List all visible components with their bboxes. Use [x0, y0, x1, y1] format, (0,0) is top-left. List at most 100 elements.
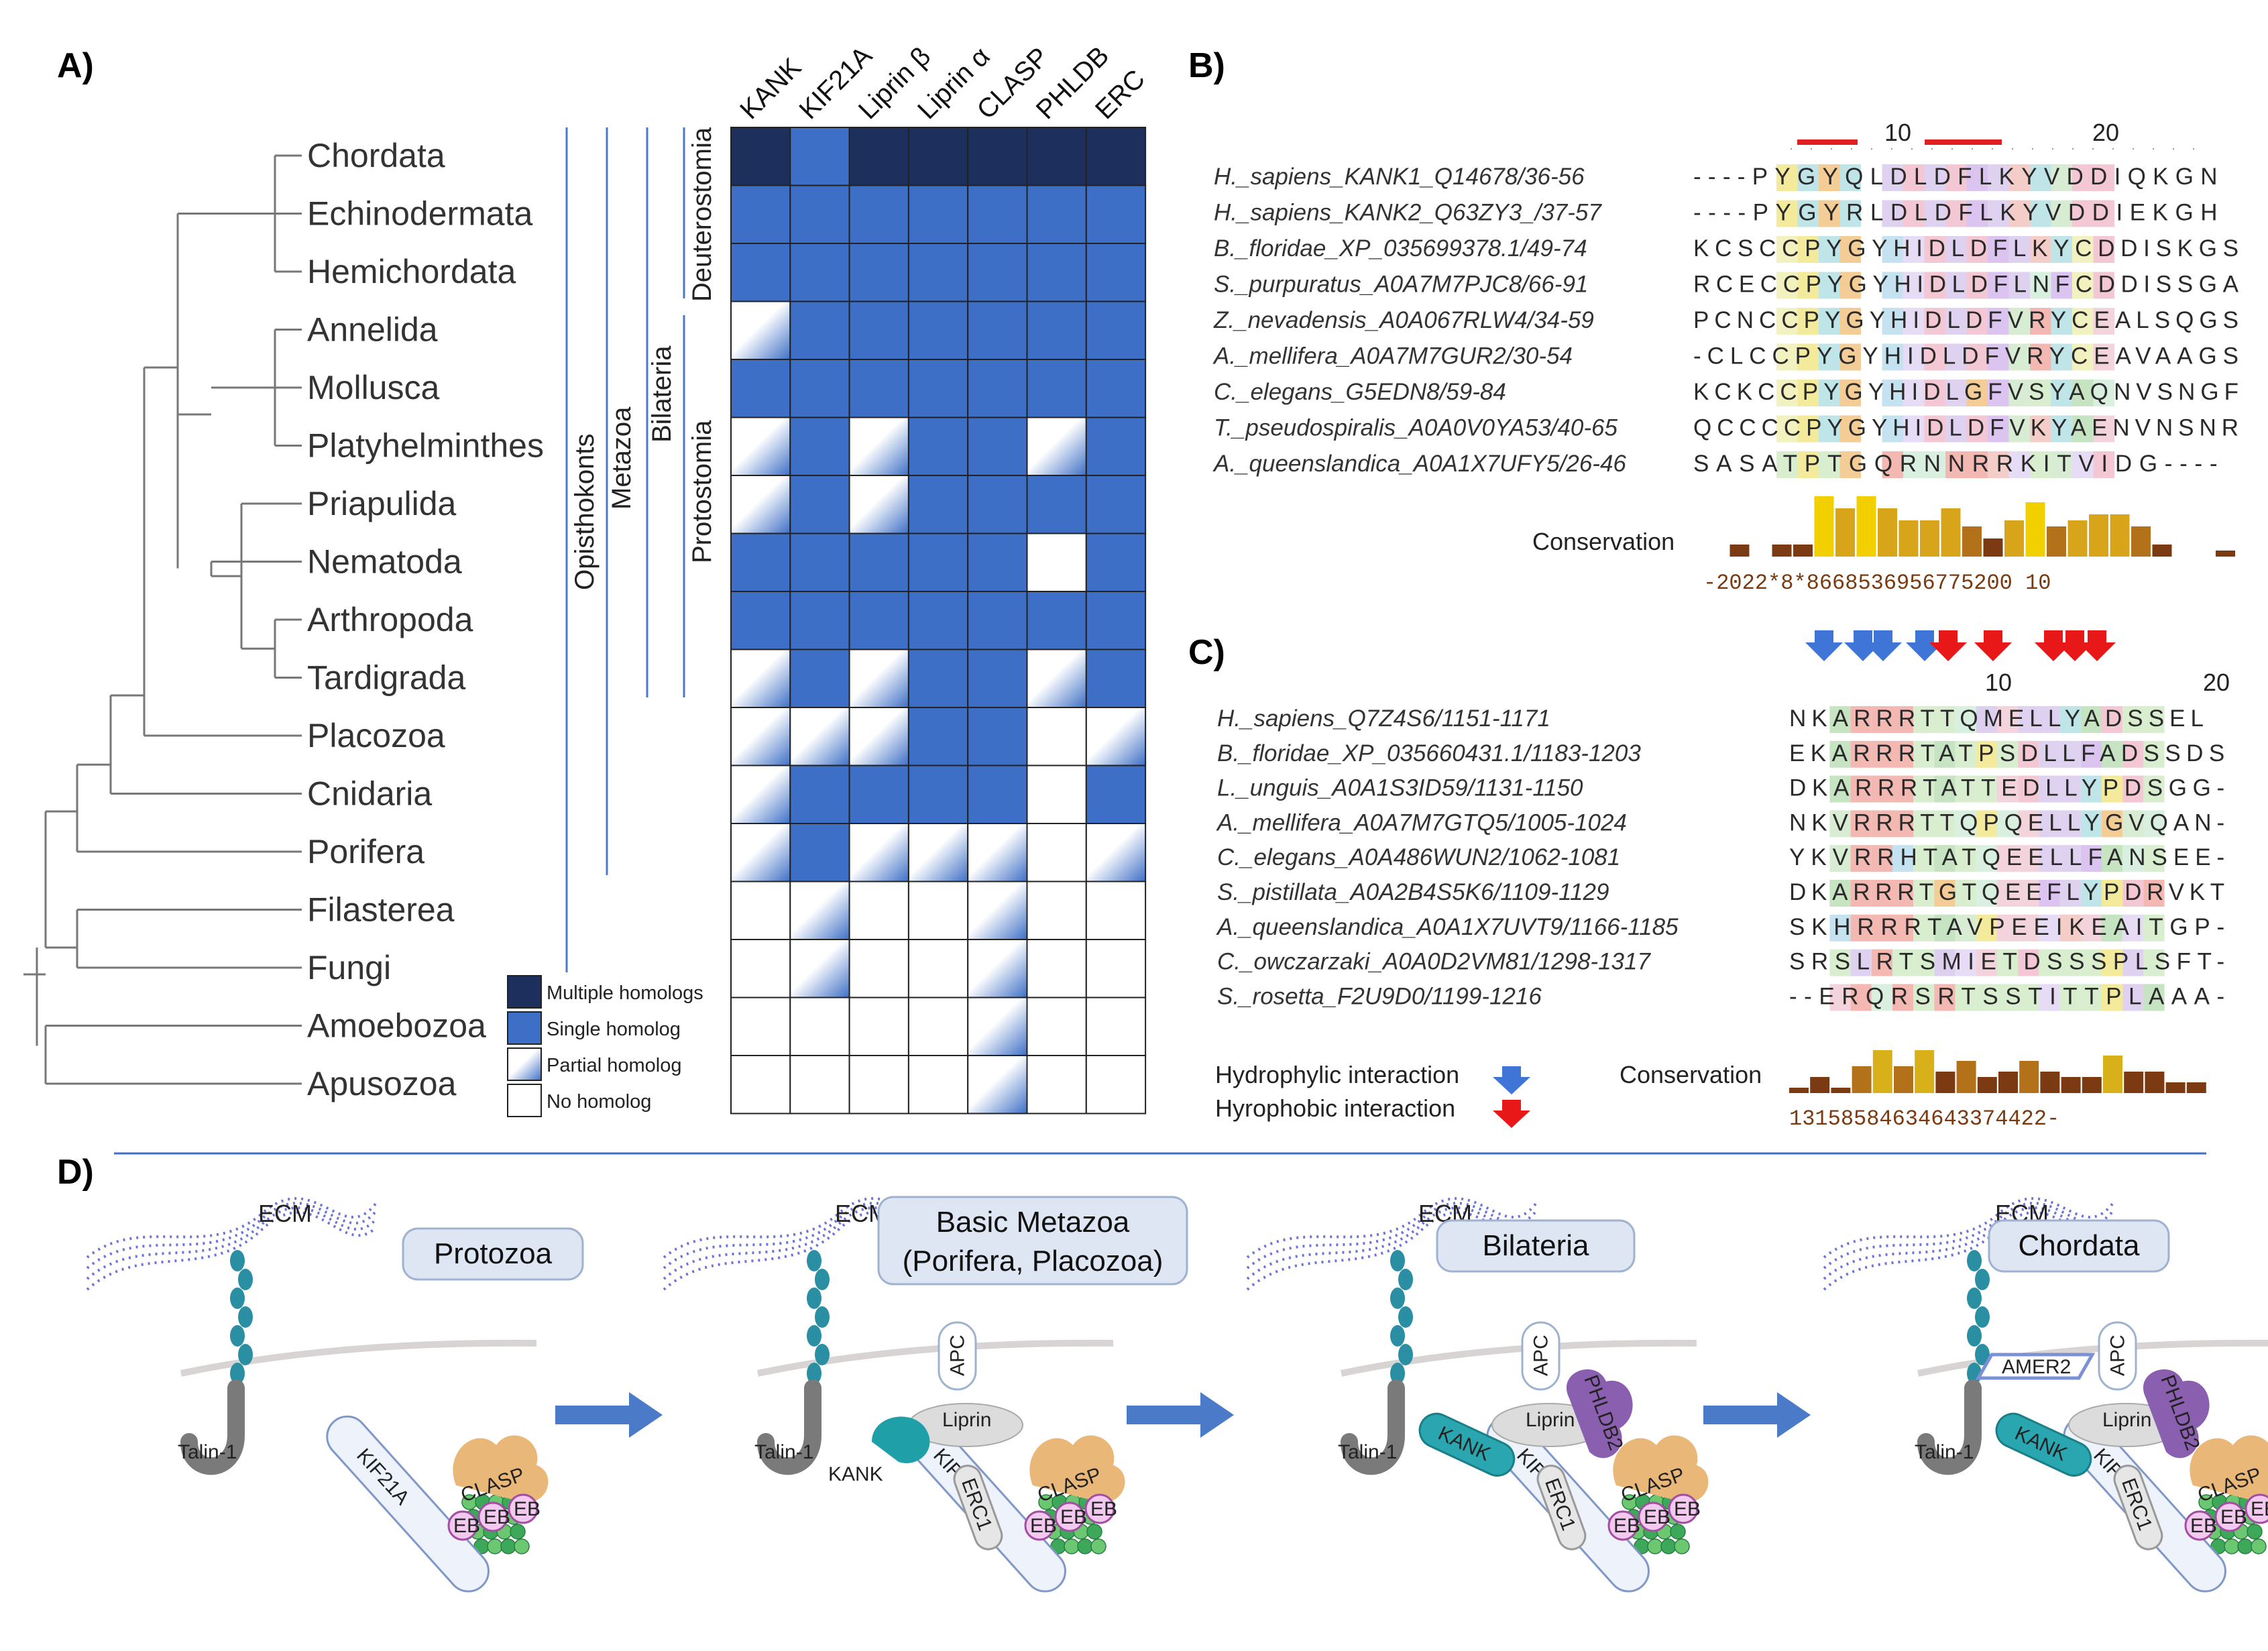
residue-bg	[1976, 810, 1997, 838]
residue-bg	[2072, 415, 2094, 443]
eb-label: EB	[1644, 1506, 1670, 1528]
sequence-row: SASATPTGQRNNRRKITVIDG----	[1693, 451, 2218, 478]
matrix-cell	[967, 823, 1028, 883]
sequence-text: EKARRRTATPSDLLFADSSDS	[1789, 740, 2224, 766]
residue-bg	[1797, 415, 1819, 443]
matrix-cell	[1026, 532, 1087, 592]
residue-bg	[1924, 415, 1945, 443]
residue-bg	[1966, 380, 1988, 406]
eb-circle	[1638, 1501, 1668, 1532]
residue-bg	[2093, 415, 2114, 443]
matrix-cell	[1085, 184, 1147, 244]
residue-bg	[1871, 984, 1892, 1011]
residue-bg	[2080, 810, 2102, 838]
matrix-cell	[848, 300, 909, 360]
clade-protostomia: Protostomia	[687, 420, 717, 563]
matrix-cell	[848, 997, 909, 1056]
sequence-name: B._floridae_XP_035699378.1/49-74	[1214, 235, 1587, 262]
matrix-cell	[1085, 591, 1147, 650]
sequence-text: --ERQRSRTSSTITTPLAAA-	[1789, 983, 2224, 1009]
sequence-text: -CLCCPYGYHIDLDFVRYCEAVAAGS	[1693, 343, 2238, 369]
matrix-cell	[1085, 823, 1147, 883]
protein-header: KANK	[734, 52, 807, 125]
residue-bg	[2122, 740, 2144, 768]
eb-label: EB	[453, 1515, 480, 1537]
residue-bg	[1913, 740, 1935, 768]
hydrophobic-arrow-icon	[1493, 1100, 1530, 1128]
residue-bg	[1882, 343, 1903, 371]
conservation-bar	[1894, 1066, 1913, 1093]
matrix-cell	[967, 359, 1028, 418]
integrin-bead	[1398, 1306, 1413, 1328]
matrix-cell	[1026, 880, 1087, 940]
residue-bg	[1997, 775, 2019, 803]
residue-bg	[1839, 164, 1861, 191]
residue-bg	[1934, 740, 1955, 768]
matrix-cell	[907, 764, 969, 824]
matrix-cell	[848, 707, 909, 766]
residue-bg	[2030, 415, 2051, 443]
integrin-bead	[238, 1269, 253, 1290]
matrix-cell	[789, 591, 850, 650]
residue-bg	[1819, 236, 1840, 263]
sequence-name: C._elegans_G5EDN8/59-84	[1214, 379, 1506, 405]
residue-bg	[1934, 949, 1955, 976]
residue-bg	[2008, 164, 2030, 191]
residue-bg	[2039, 775, 2060, 803]
residue-bg	[1871, 845, 1892, 872]
residue-bg	[1819, 272, 1840, 299]
residue-bg	[2102, 810, 2123, 838]
sequence-name: S._rosetta_F2U9D0/1199-1216	[1217, 983, 1542, 1009]
legend-swatch-none	[507, 1084, 542, 1117]
conservation-bar	[2186, 1082, 2206, 1093]
matrix-cell	[967, 997, 1028, 1056]
conservation-bar	[2216, 551, 2235, 557]
matrix-cell	[907, 997, 969, 1056]
residue-bg	[2059, 810, 2081, 838]
c-conservation-label: Conservation	[1620, 1061, 1762, 1088]
matrix-cell	[730, 939, 791, 999]
conservation-bar	[2040, 1072, 2060, 1093]
residue-bg	[2018, 706, 2039, 733]
matrix-cell	[907, 532, 969, 592]
conservation-bar	[2110, 514, 2130, 557]
b-ruler-20: 20	[2092, 119, 2119, 146]
matrix-cell	[1085, 648, 1147, 708]
conservation-bar	[1941, 508, 1961, 557]
sequence-row: EKARRRTATPSDLLFADSSDS	[1789, 740, 2224, 768]
integrin-bead	[807, 1325, 821, 1347]
residue-bg	[2008, 415, 2030, 443]
residue-bg	[1913, 984, 1935, 1011]
matrix-cell	[1026, 823, 1087, 883]
residue-bg	[2008, 272, 2030, 299]
matrix-cell	[789, 880, 850, 940]
taxon-label: Porifera	[307, 833, 424, 870]
residue-bg	[1997, 740, 2019, 768]
residue-bg	[1882, 451, 1903, 478]
matrix-cell	[967, 591, 1028, 650]
homolog-legend: Multiple homologs Single homolog Partial…	[507, 975, 703, 1117]
residue-bg	[1871, 949, 1892, 976]
sequence-name: T._pseudospiralis_A0A0V0YA53/40-65	[1214, 415, 1618, 441]
residue-bg	[1882, 164, 1903, 191]
legend-swatch-partial	[507, 1047, 542, 1081]
residue-bg	[1913, 775, 1935, 803]
matrix-cell	[730, 243, 791, 302]
sequence-row: -CLCCPYGYHIDLDFVRYCEAVAAGS	[1693, 343, 2238, 371]
conservation-bar	[1810, 1077, 1830, 1093]
residue-bg	[1976, 740, 1997, 768]
conservation-bar	[1962, 526, 1982, 557]
residue-bg	[2008, 451, 2030, 478]
residue-bg	[1955, 845, 1976, 872]
c-conservation-scores: 13158584634643374422-	[1789, 1106, 2059, 1131]
residue-bg	[1913, 949, 1935, 976]
residue-bg	[2018, 914, 2039, 942]
residue-bg	[1945, 415, 1967, 443]
taxon-label: Fungi	[307, 949, 391, 986]
matrix-cell	[848, 127, 909, 186]
membrane	[1340, 1339, 1697, 1377]
residue-bg	[1997, 949, 2019, 976]
stage-title: Bilateria	[1483, 1229, 1589, 1262]
conservation-bar	[1814, 496, 1834, 557]
matrix-cell	[967, 243, 1028, 302]
